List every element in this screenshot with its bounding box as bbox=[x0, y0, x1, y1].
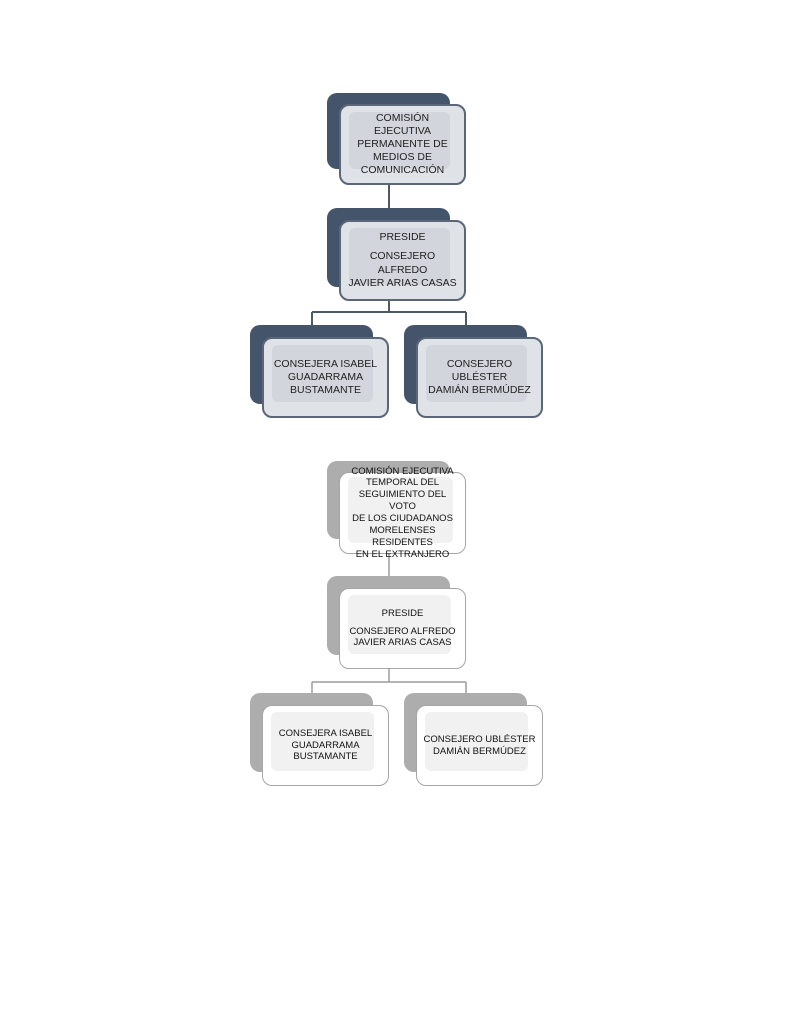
member-left-line-2: GUADARRAMA bbox=[291, 739, 360, 751]
member-right-name: CONSEJERO UBLÉSTER DAMIÁN BERMÚDEZ bbox=[418, 358, 541, 397]
member-right-line-1: CONSEJERO UBLÉSTER bbox=[423, 733, 536, 745]
member-right-line-1: CONSEJERO UBLÉSTER bbox=[446, 357, 513, 383]
member-right-box: CONSEJERO UBLÉSTER DAMIÁN BERMÚDEZ bbox=[416, 337, 543, 418]
president-box: PRESIDE CONSEJERO ALFREDO JAVIER ARIAS C… bbox=[339, 220, 466, 301]
commission-line-1: COMISIÓN EJECUTIVA bbox=[351, 465, 454, 477]
member-left-name: CONSEJERA ISABEL GUADARRAMA BUSTAMANTE bbox=[268, 358, 383, 397]
commission-box: COMISIÓN EJECUTIVA TEMPORAL DEL SEGUIMIE… bbox=[339, 466, 466, 560]
president-label: PRESIDE CONSEJERO ALFREDO JAVIER ARIAS C… bbox=[343, 608, 461, 650]
member-left-line-3: BUSTAMANTE bbox=[293, 751, 358, 763]
member-left-line-1: CONSEJERA ISABEL bbox=[278, 727, 373, 739]
preside-title: PRESIDE bbox=[381, 607, 424, 619]
commission-line-3: SEGUIMIENTO DEL VOTO bbox=[358, 489, 447, 513]
connector-lines bbox=[311, 554, 467, 694]
commission-name: COMISIÓN EJECUTIVA PERMANENTE DE MEDIOS … bbox=[341, 112, 464, 178]
member-left-line-2: GUADARRAMA bbox=[287, 370, 364, 383]
member-right-line-2: DAMIÁN BERMÚDEZ bbox=[428, 384, 531, 397]
commission-line-5: MORELENSES RESIDENTES bbox=[369, 524, 436, 548]
commission-line-4: COMUNICACIÓN bbox=[360, 164, 445, 177]
president-line-1: CONSEJERO ALFREDO bbox=[369, 250, 436, 276]
president-box: PRESIDE CONSEJERO ALFREDO JAVIER ARIAS C… bbox=[339, 588, 466, 669]
commission-line-4: DE LOS CIUDADANOS bbox=[352, 513, 453, 524]
member-right-box: CONSEJERO UBLÉSTER DAMIÁN BERMÚDEZ bbox=[416, 705, 543, 786]
commission-box: COMISIÓN EJECUTIVA PERMANENTE DE MEDIOS … bbox=[339, 104, 466, 185]
commission-name: COMISIÓN EJECUTIVA TEMPORAL DEL SEGUIMIE… bbox=[340, 466, 465, 561]
member-left-name: CONSEJERA ISABEL GUADARRAMA BUSTAMANTE bbox=[273, 728, 378, 764]
president-line-1: CONSEJERO ALFREDO bbox=[349, 625, 456, 637]
org-chart-voto-extranjero: COMISIÓN EJECUTIVA TEMPORAL DEL SEGUIMIE… bbox=[0, 398, 791, 910]
preside-title: PRESIDE bbox=[379, 231, 426, 244]
member-left-line-3: BUSTAMANTE bbox=[290, 384, 361, 397]
commission-line-2: TEMPORAL DEL bbox=[365, 477, 440, 489]
member-left-line-1: CONSEJERA ISABEL bbox=[273, 357, 378, 370]
member-left-box: CONSEJERA ISABEL GUADARRAMA BUSTAMANTE bbox=[262, 705, 389, 786]
member-right-name: CONSEJERO UBLÉSTER DAMIÁN BERMÚDEZ bbox=[418, 734, 542, 758]
president-line-2: JAVIER ARIAS CASAS bbox=[348, 276, 457, 289]
member-left-box: CONSEJERA ISABEL GUADARRAMA BUSTAMANTE bbox=[262, 337, 389, 418]
member-right-line-2: DAMIÁN BERMÚDEZ bbox=[433, 745, 526, 757]
president-label: PRESIDE CONSEJERO ALFREDO JAVIER ARIAS C… bbox=[341, 231, 464, 290]
commission-line-2: PERMANENTE DE bbox=[357, 137, 448, 150]
org-chart-medios-comunicacion: COMISIÓN EJECUTIVA PERMANENTE DE MEDIOS … bbox=[250, 93, 543, 418]
commission-line-6: EN EL EXTRANJERO bbox=[355, 548, 450, 560]
commission-line-3: MEDIOS DE bbox=[373, 151, 432, 164]
president-line-2: JAVIER ARIAS CASAS bbox=[353, 637, 452, 649]
commission-line-1: COMISIÓN EJECUTIVA bbox=[374, 111, 431, 137]
connector-lines bbox=[311, 184, 467, 326]
